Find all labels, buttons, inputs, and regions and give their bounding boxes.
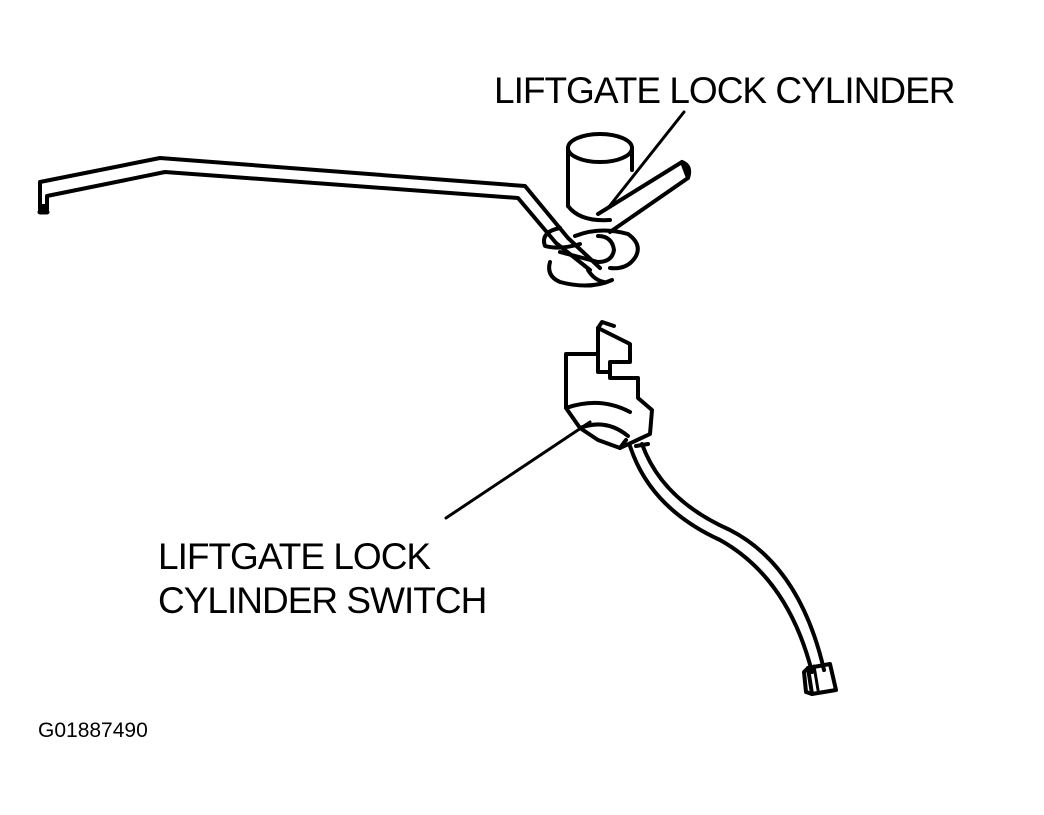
- lock-cylinder-switch-leader-line: [444, 420, 592, 520]
- wire-harness: [628, 442, 826, 674]
- lock-cylinder-switch-label-line1: LIFTGATE LOCK: [158, 536, 431, 577]
- lock-cylinder-label: LIFTGATE LOCK CYLINDER: [494, 70, 955, 111]
- figure-id: G01887490: [38, 719, 148, 742]
- lock-cylinder-leader-line: [606, 110, 686, 210]
- lock-cylinder: [542, 132, 692, 288]
- lock-rod: [37, 156, 602, 272]
- wire-connector: [802, 662, 838, 696]
- lock-cylinder-switch-label-line2: CYLINDER SWITCH: [158, 580, 487, 621]
